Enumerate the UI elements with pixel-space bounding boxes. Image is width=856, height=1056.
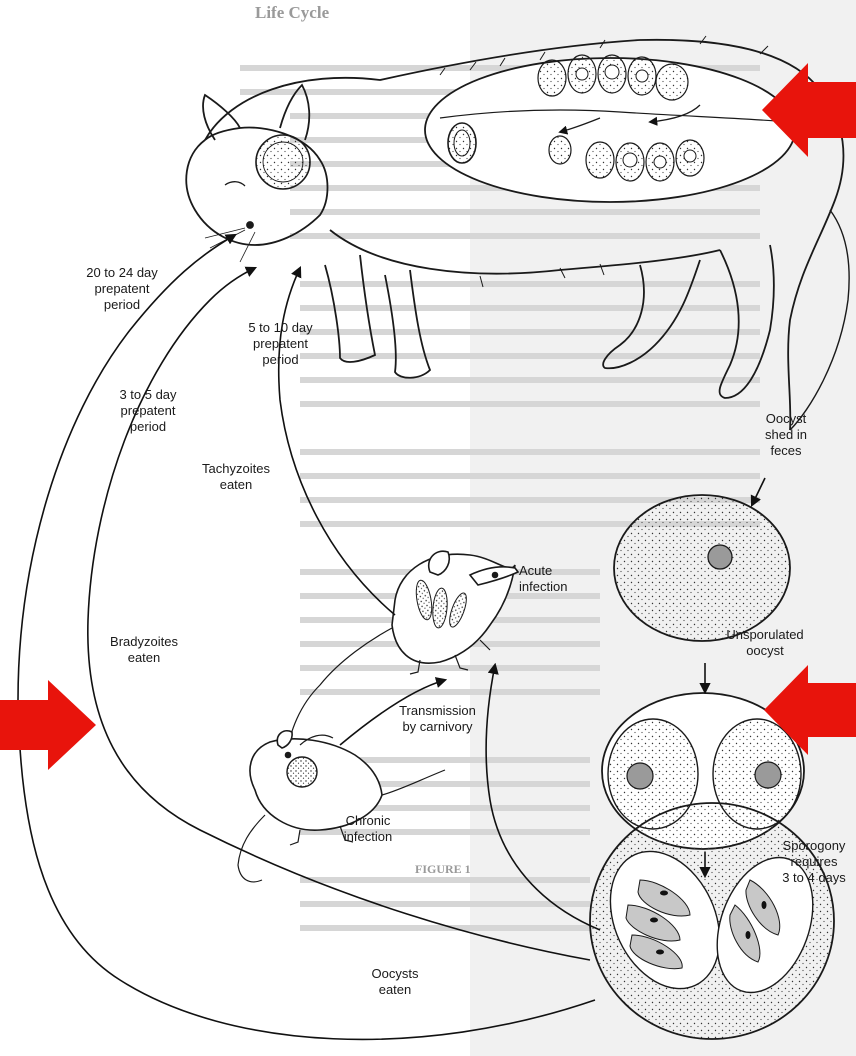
mouse-chronic-tissue-cyst [287, 757, 317, 787]
label-prepatent-20-24: 20 to 24 day prepatent period [62, 265, 182, 313]
cat-tissue-cyst [256, 135, 310, 189]
label-tachyzoites-eaten: Tachyzoites eaten [188, 461, 284, 493]
label-prepatent-5-10: 5 to 10 day prepatent period [228, 320, 333, 368]
label-transmission-by-carnivory: Transmission by carnivory [380, 703, 495, 735]
label-sporogony: Sporogony requires 3 to 4 days [772, 838, 856, 886]
label-bradyzoites-eaten: Bradyzoites eaten [96, 634, 192, 666]
label-oocysts-eaten: Oocysts eaten [350, 966, 440, 998]
label-unsporulated-oocyst: Unsporulated oocyst [715, 627, 815, 659]
red-arrow-left-bradyzoites [0, 680, 96, 770]
label-acute-infection: Acute infection [519, 563, 609, 595]
label-chronic-infection: Chronic infection [323, 813, 413, 845]
unsporulated-oocyst [614, 495, 790, 641]
label-oocyst-shed-in-feces: Oocyst shed in feces [748, 411, 824, 459]
label-prepatent-3-5: 3 to 5 day prepatent period [102, 387, 194, 435]
